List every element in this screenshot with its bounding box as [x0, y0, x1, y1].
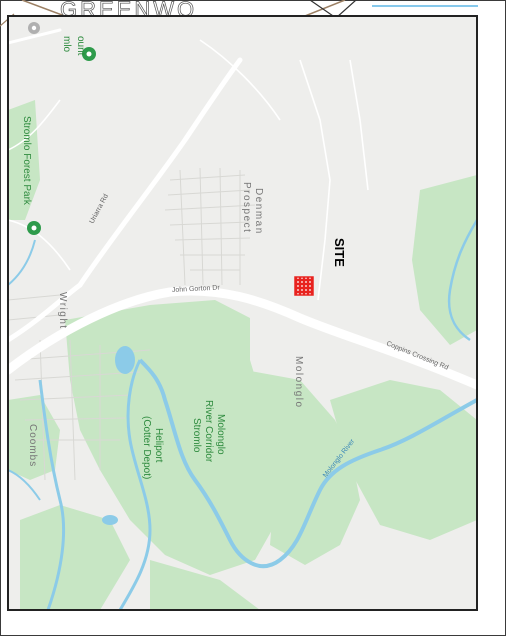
mount-stromlo-label: mlo: [61, 36, 72, 53]
stromlo-forest-park-marker-icon[interactable]: [27, 221, 41, 235]
water-bodies: [102, 346, 135, 525]
mount-label: ount: [75, 36, 86, 56]
stromlo-forest-park-label: Stromlo Forest Park: [21, 116, 32, 206]
map-frame: [7, 15, 478, 611]
minor-roads: [8, 39, 369, 301]
park-areas: [8, 100, 477, 610]
denman-label: Denman: [253, 188, 264, 235]
cotter-depot-label: (Cotter Depot): [141, 416, 152, 479]
coombs-label: Coombs: [27, 424, 38, 467]
john-gorton-drive-label: John Gorton Dr: [172, 284, 221, 294]
molonglo-corridor-label: Molonglo: [215, 414, 226, 455]
site-label: SITE: [332, 238, 347, 267]
park-marker-icon[interactable]: [82, 47, 96, 61]
molonglo-label: Molonglo: [293, 356, 304, 409]
site-marker[interactable]: [294, 276, 314, 296]
major-roads: [8, 28, 477, 390]
stromlo-corridor-label: Stromlo: [191, 418, 202, 453]
heliport-label: Heliport: [153, 428, 164, 463]
prospect-label: Prospect: [241, 182, 252, 233]
river-corridor-label: River Corridor: [203, 400, 214, 463]
map-content: SITE ount mlo Stromlo Forest Park Denman…: [8, 16, 477, 610]
wright-label: Wright: [57, 292, 68, 330]
water-features: [8, 219, 477, 610]
place-marker-icon[interactable]: [28, 22, 40, 34]
